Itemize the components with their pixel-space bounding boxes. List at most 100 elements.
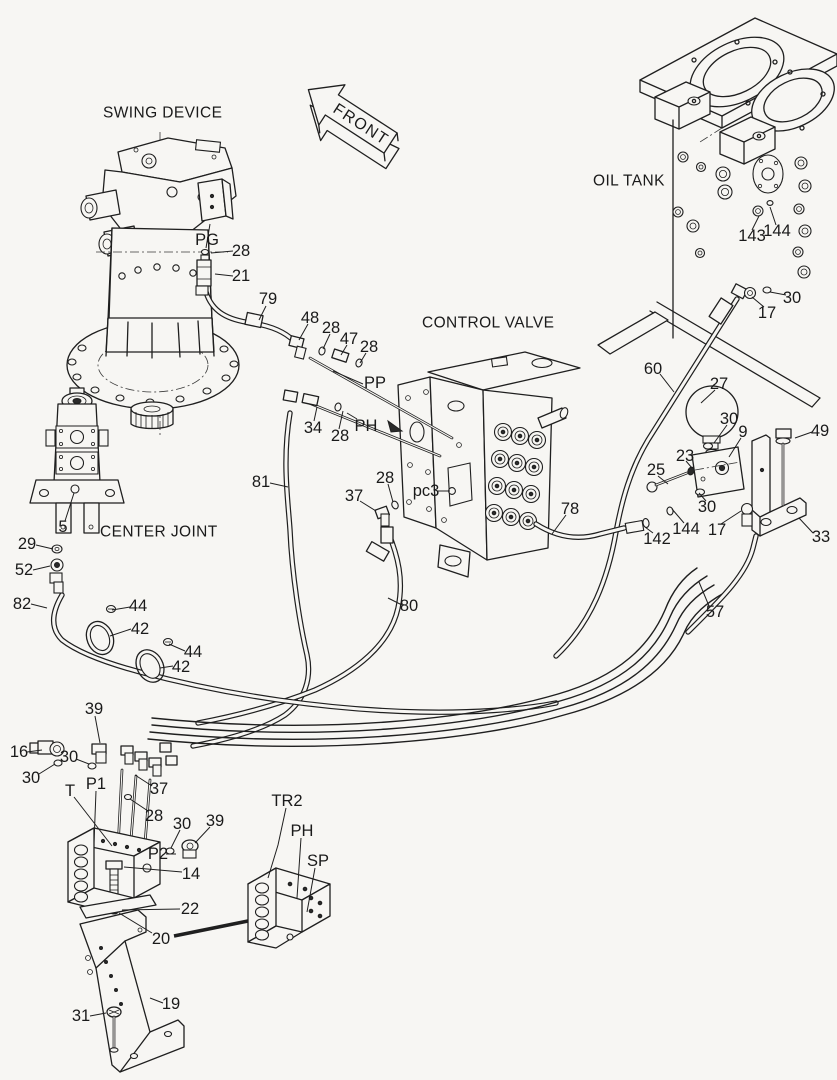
manifold-tr2 (173, 867, 331, 949)
center-joint-drawing (29, 387, 125, 534)
bolt-49-head (775, 428, 792, 439)
part-label-19-60: 19 (162, 995, 180, 1013)
part-label-ph-11: PH (355, 417, 378, 435)
ph-port-arrow (387, 419, 404, 433)
part-label-28-7: 28 (360, 338, 378, 356)
part-label-144-13: 144 (763, 222, 791, 240)
part-label-ph-58: PH (291, 822, 314, 840)
part-label-pp-8: PP (364, 374, 386, 392)
swing-device-drawing (66, 132, 240, 435)
part-label-42-40: 42 (131, 620, 149, 638)
part-label-21-2: 21 (232, 267, 250, 285)
part-label-14-54: 14 (182, 865, 200, 883)
fitting-142 (624, 519, 645, 534)
part-label-p1-48: P1 (86, 775, 106, 793)
part-label-28-10: 28 (331, 427, 349, 445)
part-label-28-50: 28 (145, 807, 163, 825)
part-label-17-14: 17 (758, 304, 776, 322)
manifold-fitting-cluster (29, 740, 199, 915)
fitting-row-34 (282, 389, 342, 412)
hoses (54, 292, 756, 746)
nipple-47 (331, 348, 350, 363)
part-label-81-32: 81 (252, 473, 270, 491)
part-label-22-55: 22 (181, 900, 199, 918)
part-label-28-1: 28 (232, 242, 250, 260)
part-label-144-26: 144 (672, 520, 700, 538)
part-label-20-56: 20 (152, 930, 170, 948)
front-arrow: FRONT (307, 84, 400, 170)
part-label-79-3: 79 (259, 290, 277, 308)
oil-tank-drawing (597, 17, 837, 408)
fitting-row-48-47 (288, 335, 363, 368)
part-label-9-19: 9 (738, 423, 747, 441)
part-label-30-46: 30 (60, 748, 78, 766)
hose57-ferrule (365, 541, 390, 562)
fitting-37-valve (374, 500, 399, 527)
part-label-28-29: 28 (376, 469, 394, 487)
part-label-80-33: 80 (400, 597, 418, 615)
part-label-29-36: 29 (18, 535, 36, 553)
title-label-oil-tank: OIL TANK (593, 173, 665, 190)
part-label-sp-59: SP (307, 852, 329, 870)
part-label-48-4: 48 (301, 309, 319, 327)
part-label-p2-53: P2 (148, 845, 168, 863)
part-label-44-41: 44 (184, 643, 202, 661)
part-label-44-39: 44 (129, 597, 147, 615)
bracket-19 (79, 909, 185, 1073)
part-label-23-21: 23 (676, 447, 694, 465)
center-joint-port-5 (70, 484, 80, 494)
block9-bracket33-assembly (624, 385, 807, 537)
part-label-78-31: 78 (561, 500, 579, 518)
part-label-34-9: 34 (304, 419, 322, 437)
leader-lines (26, 206, 814, 1017)
part-label-27-17: 27 (710, 375, 728, 393)
part-label-17-24: 17 (708, 521, 726, 539)
tank-fittings (672, 151, 812, 279)
nipple-34 (301, 392, 320, 407)
part-label-57-34: 57 (706, 603, 724, 621)
part-label-pg-0: PG (195, 231, 219, 249)
manifold-20 (67, 827, 161, 919)
bolt-25 (646, 481, 658, 493)
part-label-39-52: 39 (206, 812, 224, 830)
hose80-ferrule (380, 526, 394, 544)
part-label-tr2-57: TR2 (271, 792, 302, 810)
part-label-42-42: 42 (172, 658, 190, 676)
part-label-31-61: 31 (72, 1007, 90, 1025)
fitting-17b (740, 502, 754, 516)
hose79-ferrule (244, 311, 264, 329)
hose-clamps (85, 604, 174, 683)
washer-144b (666, 506, 674, 516)
part-label-142-25: 142 (643, 530, 671, 548)
title-label-swing-device: SWING DEVICE (103, 105, 222, 122)
pg-line-fittings (195, 223, 212, 296)
title-label-control-valve: CONTROL VALVE (422, 315, 554, 332)
part-label-30-18: 30 (720, 410, 738, 428)
part-label-30-15: 30 (783, 289, 801, 307)
center-joint-fittings (49, 544, 64, 594)
part-label-37-30: 37 (345, 487, 363, 505)
part-label-33-27: 33 (812, 528, 830, 546)
elbow-37-stack (120, 742, 178, 777)
part-label-30-23: 30 (698, 498, 716, 516)
valve-spool-bosses (484, 422, 547, 531)
part-label-28-5: 28 (322, 319, 340, 337)
part-label-52-37: 52 (15, 561, 33, 579)
part-label-39-43: 39 (85, 700, 103, 718)
part-label-25-22: 25 (647, 461, 665, 479)
part-label-47-6: 47 (340, 330, 358, 348)
manifold-20-pointer (173, 919, 249, 938)
part-label-t-47: T (65, 782, 75, 800)
part-label-5-35: 5 (58, 518, 67, 536)
part-label-60-16: 60 (644, 360, 662, 378)
bolt-14-head (105, 860, 123, 870)
tank-elbow-17 (730, 283, 772, 300)
part-label-30-51: 30 (173, 815, 191, 833)
part-label-82-38: 82 (13, 595, 31, 613)
valve-21 (196, 259, 212, 287)
part-label-16-44: 16 (10, 743, 28, 761)
